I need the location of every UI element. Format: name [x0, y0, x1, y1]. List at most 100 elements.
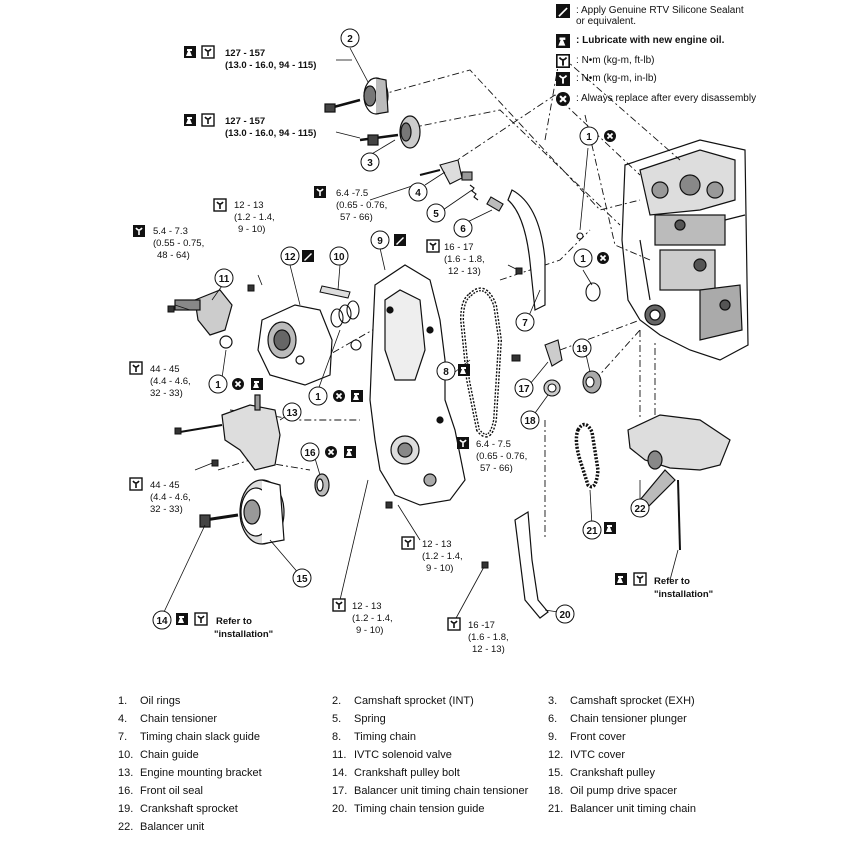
torque-front-cover-a-3: 9 - 10): [426, 563, 453, 574]
torque-bracket-a-2: (4.4 - 4.6,: [150, 376, 191, 387]
parts-list-item: 21. Balancer unit timing chain: [548, 802, 696, 816]
marker-13: 13: [282, 402, 302, 422]
leader-lines: [163, 47, 679, 621]
parts-list-item: 4.Chain tensioner: [118, 712, 217, 726]
marker-20: 20: [555, 604, 575, 624]
crankshaft-pulley: [199, 479, 285, 545]
torque-callouts: 127 - 157 (13.0 - 16.0, 94 - 115) 127 - …: [150, 48, 713, 655]
part-name: Balancer unit timing chain: [570, 803, 696, 815]
parts-list-item: 14.Crankshaft pulley bolt: [332, 766, 460, 780]
svg-text:21: 21: [586, 526, 598, 537]
ivtc-solenoid-valve: [174, 289, 233, 349]
torque-balancer-tensioner-3: 57 - 66): [480, 463, 513, 474]
part-name: Crankshaft pulley: [570, 767, 655, 779]
torque-cam-exh-2: (13.0 - 16.0, 94 - 115): [225, 128, 316, 139]
front-oil-seal: [314, 473, 330, 497]
svg-text:15: 15: [296, 574, 308, 585]
svg-text:19: 19: [576, 344, 588, 355]
legend-oil: : Lubricate with new engine oil.: [556, 34, 724, 48]
torque-balancer-tensioner-1: 6.4 - 7.5: [476, 439, 511, 450]
svg-text:16: 16: [304, 448, 316, 459]
chain-tensioner: [419, 159, 504, 212]
engine-block: [621, 139, 749, 361]
part-number: 8.: [332, 731, 342, 743]
marker-1-a: 1: [579, 126, 599, 146]
parts-list-item: 11.IVTC solenoid valve: [332, 748, 452, 762]
parts-list-item: 8. Timing chain: [332, 730, 416, 744]
marker-3: 3: [360, 152, 380, 172]
part-name: Spring: [354, 713, 386, 725]
part-number: 21.: [548, 803, 564, 815]
part-name: Crankshaft pulley bolt: [354, 767, 460, 779]
torque-balancer-tensioner-2: (0.65 - 0.76,: [476, 451, 527, 462]
chain-guide: [319, 285, 351, 299]
parts-list-item: 6.Chain tensioner plunger: [548, 712, 687, 726]
parts-list-item: 1.Oil rings: [118, 694, 180, 708]
part-number: 3.: [548, 695, 558, 707]
replace-icon: [556, 92, 570, 106]
marker-1-d: 1: [308, 386, 328, 406]
legend-torque-in: : N•m (kg-m, in-lb): [556, 72, 657, 86]
torque-in-lb-icon: [556, 72, 570, 86]
parts-list-item: 16.Front oil seal: [118, 784, 203, 798]
torque-ivtc-1: 12 - 13: [234, 200, 264, 211]
parts-list-item: 12.IVTC cover: [548, 748, 625, 762]
svg-text:17: 17: [518, 384, 530, 395]
svg-text:9: 9: [377, 236, 383, 247]
marker-1-c: 1: [208, 374, 228, 394]
svg-text:8: 8: [443, 367, 449, 378]
torque-front-cover-a-1: 12 - 13: [422, 539, 452, 550]
part-number-markers: 2 3 4 5 6 7 8 9 10 11 12 13 14 15 16 17 …: [152, 28, 650, 630]
part-number: 12.: [548, 749, 564, 761]
torque-ivtc-2: (1.2 - 1.4,: [234, 212, 275, 223]
torque-front-cover-b-2: (1.2 - 1.4,: [352, 613, 393, 624]
torque-tensioner-2: (0.65 - 0.76,: [336, 200, 387, 211]
parts-list-item: 7.Timing chain slack guide: [118, 730, 260, 744]
torque-cam-int-2: (13.0 - 16.0, 94 - 115): [225, 60, 316, 71]
balancer-unit: [627, 414, 731, 551]
part-name: Camshaft sprocket (INT): [354, 695, 474, 707]
bolts: [167, 267, 523, 569]
crankshaft-sprocket: [582, 370, 602, 394]
part-number: 20.: [332, 803, 348, 815]
part-name: Timing chain: [354, 731, 416, 743]
svg-text:1: 1: [586, 132, 592, 143]
part-number: 6.: [548, 713, 558, 725]
torque-slack-guide-2: (1.6 - 1.8,: [444, 254, 485, 265]
torque-solenoid-2: (0.55 - 0.75,: [153, 238, 204, 249]
part-name: Timing chain tension guide: [354, 803, 485, 815]
tension-guide: [514, 510, 549, 619]
front-cover: [369, 264, 466, 506]
oil-can-icon: [556, 34, 570, 48]
torque-slack-guide-3: 12 - 13): [448, 266, 481, 277]
marker-6: 6: [453, 218, 473, 238]
part-name: Camshaft sprocket (EXH): [570, 695, 695, 707]
part-name: Front cover: [570, 731, 626, 743]
marker-8: 8: [436, 361, 456, 381]
svg-text:1: 1: [215, 380, 221, 391]
part-number: 7.: [118, 731, 128, 743]
parts-list-item: 5.Spring: [332, 712, 386, 726]
balancer-timing-chain: [574, 422, 600, 489]
torque-tension-guide-1: 16 -17: [468, 620, 495, 631]
torque-front-cover-b-1: 12 - 13: [352, 601, 382, 612]
legend-torque-ft: : N•m (kg-m, ft-lb): [556, 54, 655, 68]
svg-text:22: 22: [634, 504, 646, 515]
parts-list-item: 3. Camshaft sprocket (EXH): [548, 694, 695, 708]
part-name: Engine mounting bracket: [140, 767, 262, 779]
marker-10: 10: [329, 246, 349, 266]
part-number: 16.: [118, 785, 134, 797]
svg-text:7: 7: [522, 318, 528, 329]
part-name: Balancer unit: [140, 821, 205, 833]
svg-text:20: 20: [559, 610, 571, 621]
marker-9: 9: [370, 230, 390, 250]
torque-front-cover-b-3: 9 - 10): [356, 625, 383, 636]
legend-rtv-line2: or equivalent.: [576, 16, 637, 27]
part-name: Oil rings: [140, 695, 181, 707]
oil-pump-drive-spacer: [543, 379, 561, 397]
part-number: 22.: [118, 821, 134, 833]
part-name: Balancer unit timing chain tensioner: [354, 785, 529, 797]
torque-bracket-b-3: 32 - 33): [150, 504, 183, 515]
refer-balancer-2: "installation": [654, 589, 713, 600]
part-number: 15.: [548, 767, 564, 779]
